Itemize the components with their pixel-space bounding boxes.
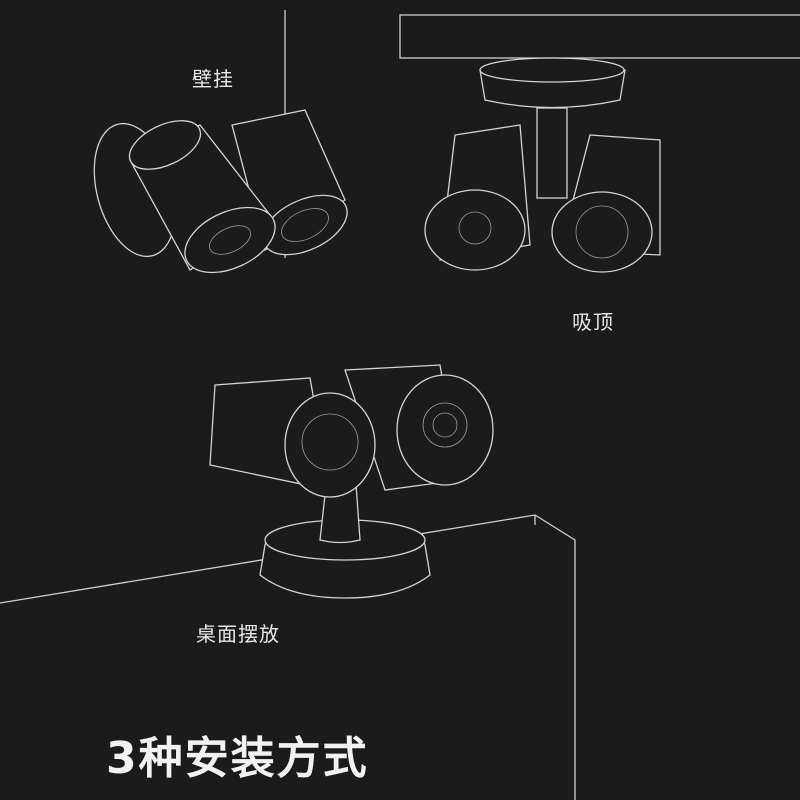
ceiling-mount-camera [424, 57, 661, 273]
wall-mount-label: 壁挂 [192, 67, 234, 91]
page-title: 3种安装方式 [106, 733, 369, 784]
wall-mount-camera [93, 109, 348, 274]
ceiling-mount-label: 吸顶 [572, 310, 614, 334]
desktop-camera [209, 364, 494, 599]
ceiling-beam [399, 14, 800, 59]
desktop-label: 桌面摆放 [196, 622, 280, 646]
